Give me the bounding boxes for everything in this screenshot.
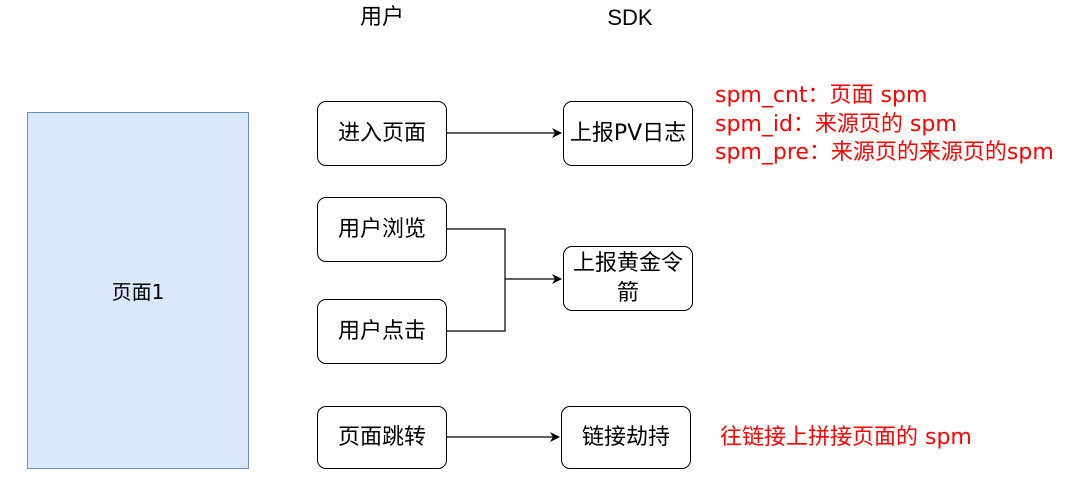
page-panel-label: 页面1 [111,280,165,304]
edge-click-to-gold [447,279,506,332]
node-page-jump-label: 页面跳转 [337,424,426,450]
node-report-pv-log-label: 上报PV日志 [569,120,687,146]
node-report-golden-arrow-label: 上报黄金令箭 [572,250,683,306]
annotation-spm-id: spm_id：来源页的 spm [715,111,957,137]
lane-header-user: 用户 [359,5,404,30]
node-report-golden-arrow: 上报黄金令箭 [563,246,693,311]
node-user-browse: 用户浏览 [317,197,447,262]
node-link-hijack: 链接劫持 [561,406,691,469]
node-user-click: 用户点击 [317,299,447,364]
node-page-jump: 页面跳转 [317,406,447,469]
node-user-browse-label: 用户浏览 [337,216,426,242]
node-report-pv-log: 上报PV日志 [563,101,693,166]
node-link-hijack-label: 链接劫持 [581,424,670,450]
lane-header-sdk: SDK [607,5,653,30]
link-hijack-annotation: 往链接上拼接页面的 spm [720,425,972,450]
annotation-spm-pre: spm_pre：来源页的来源页的spm [715,140,1054,165]
node-enter-page-label: 进入页面 [337,120,426,146]
node-enter-page: 进入页面 [317,101,447,166]
pv-log-annotation: spm_cnt：页面 spm spm_id：来源页的 spm spm_pre：来… [715,82,1054,168]
edge-browse-to-gold [447,228,506,279]
annotation-spm-cnt: spm_cnt：页面 spm [715,83,928,108]
node-user-click-label: 用户点击 [337,318,426,344]
page-panel: 页面1 [27,112,249,469]
